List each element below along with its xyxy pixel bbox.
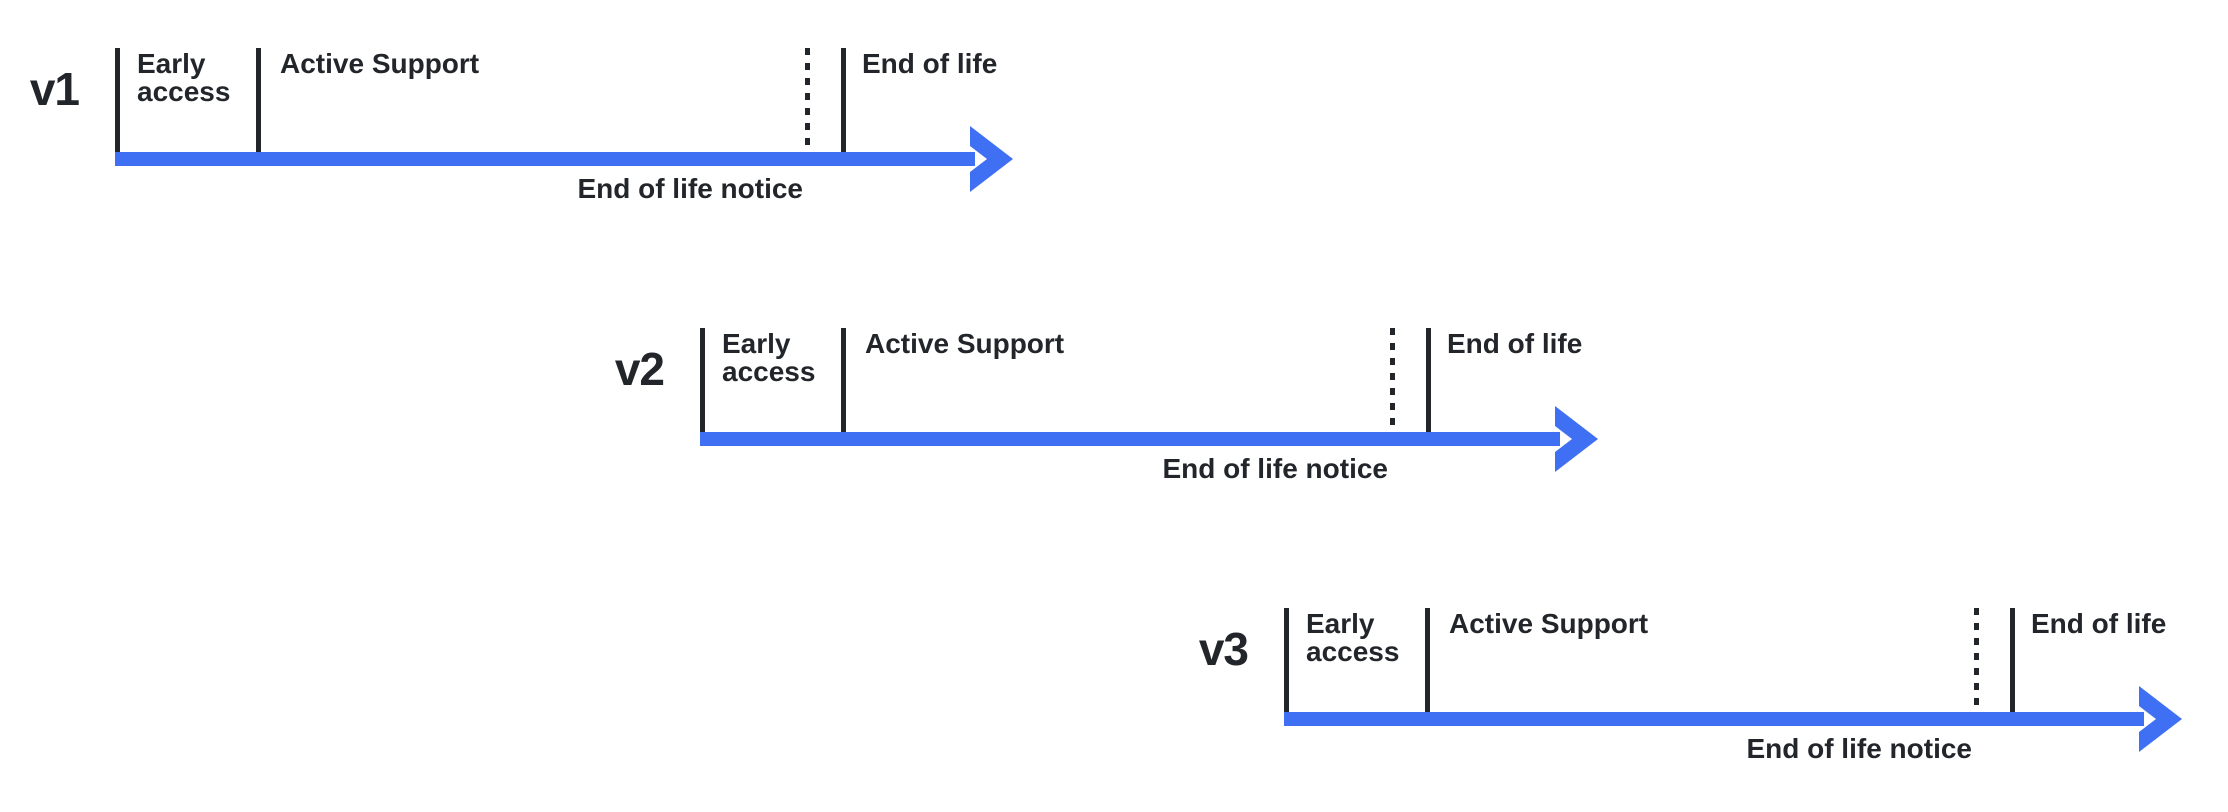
- arrow-head-icon: [1555, 406, 1598, 472]
- active-support-start-tick: [256, 48, 261, 152]
- arrow-head-icon: [2139, 686, 2182, 752]
- arrow-head-icon: [970, 126, 1013, 192]
- end-of-life-label: End of life: [1447, 328, 1583, 359]
- eol-notice-dashed-tick: [1974, 608, 1979, 712]
- version-label: v3: [1198, 623, 1249, 675]
- end-of-life-label: End of life: [2031, 608, 2167, 639]
- early-access-start-tick: [115, 48, 120, 152]
- end-of-life-tick: [841, 48, 846, 152]
- end-of-life-label: End of life: [862, 48, 998, 79]
- eol-notice-dashed-tick: [1390, 328, 1395, 432]
- early-access-start-tick: [700, 328, 705, 432]
- end-of-life-notice-label: End of life notice: [1746, 733, 1972, 764]
- eol-notice-dashed-tick: [805, 48, 810, 152]
- active-support-label: Active Support: [865, 328, 1065, 359]
- early-access-label: Early access: [137, 48, 231, 107]
- end-of-life-tick: [2010, 608, 2015, 712]
- active-support-label: Active Support: [280, 48, 480, 79]
- early-access-label: Early access: [722, 328, 816, 387]
- active-support-label: Active Support: [1449, 608, 1649, 639]
- end-of-life-tick: [1426, 328, 1431, 432]
- timeline-bar: [700, 432, 1560, 446]
- early-access-label: Early access: [1306, 608, 1400, 667]
- version-label: v1: [29, 63, 80, 115]
- active-support-start-tick: [841, 328, 846, 432]
- early-access-start-tick: [1284, 608, 1289, 712]
- end-of-life-notice-label: End of life notice: [1162, 453, 1388, 484]
- version-label: v2: [614, 343, 665, 395]
- active-support-start-tick: [1425, 608, 1430, 712]
- end-of-life-notice-label: End of life notice: [577, 173, 803, 204]
- timeline-bar: [115, 152, 975, 166]
- timeline-bar: [1284, 712, 2144, 726]
